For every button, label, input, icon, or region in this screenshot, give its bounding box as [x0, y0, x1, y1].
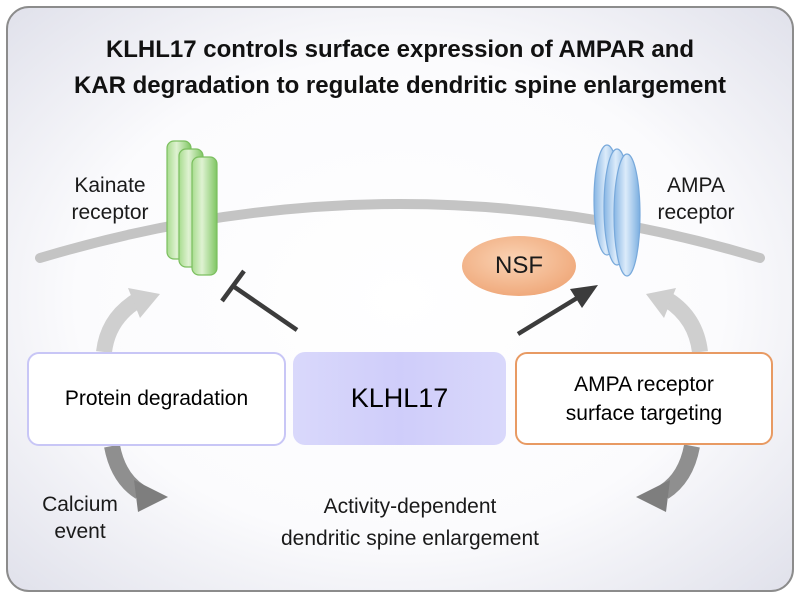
activation-arrow	[516, 285, 598, 336]
klhl17-label: KLHL17	[350, 383, 449, 413]
kainate-label-line2: receptor	[71, 201, 149, 224]
ampa-receptor-label: AMPA receptor	[648, 172, 744, 226]
ampa-receptor-shape	[593, 144, 641, 277]
nsf-ellipse	[462, 236, 576, 296]
right-up-curved-arrow	[646, 288, 708, 354]
ampa-label-line1: AMPA	[667, 174, 725, 197]
calcium-line2: event	[54, 520, 106, 543]
ampa-surface-targeting-box: AMPA receptor surface targeting	[515, 352, 773, 445]
ampa-targeting-line1: AMPA receptor	[574, 372, 714, 396]
diagram-title-line1: KLHL17 controls surface expression of AM…	[105, 36, 695, 63]
kainate-receptor-label: Kainate receptor	[62, 172, 158, 226]
inhibition-arrow	[220, 269, 299, 332]
calcium-line1: Calcium	[42, 493, 118, 516]
ampa-label-line2: receptor	[657, 201, 735, 224]
left-down-curved-arrow	[104, 444, 168, 512]
left-up-curved-arrow	[96, 288, 160, 354]
right-down-curved-arrow	[636, 444, 700, 512]
kainate-receptor-shape	[166, 140, 218, 276]
activity-line2: dendritic spine enlargement	[281, 527, 539, 550]
nsf-label: NSF	[495, 252, 543, 279]
cell-membrane	[35, 199, 765, 263]
diagram-title-line2: KAR degradation to regulate dendritic sp…	[73, 72, 727, 99]
kainate-label-line1: Kainate	[74, 174, 146, 197]
spine-enlargement-label: Activity-dependent dendritic spine enlar…	[240, 491, 580, 555]
ampa-targeting-line2: surface targeting	[565, 401, 723, 425]
klhl17-box: KLHL17	[293, 352, 506, 445]
calcium-event-label: Calcium event	[28, 491, 132, 545]
protein-degradation-label: Protein degradation	[64, 387, 249, 410]
protein-degradation-box: Protein degradation	[27, 352, 286, 446]
activity-line1: Activity-dependent	[323, 495, 497, 518]
